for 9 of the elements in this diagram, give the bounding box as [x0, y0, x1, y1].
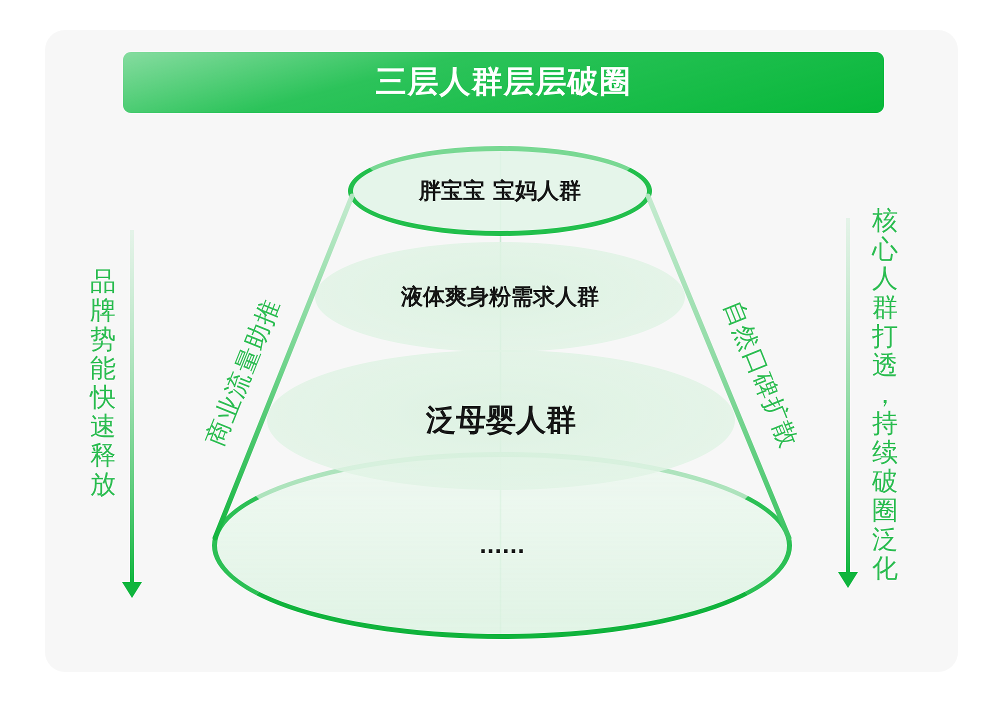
vertical-caption: 核心人群打透，持续破圈泛化 — [871, 207, 899, 584]
slanted-caption: 自然口碑扩散 — [720, 297, 802, 451]
vertical-caption: 品牌势能快速释放 — [89, 268, 117, 500]
layer-label: ...... — [479, 534, 525, 558]
slanted-caption: 商业流量助推 — [202, 295, 284, 449]
layer-label: 胖宝宝 宝妈人群 — [419, 178, 581, 206]
layer-label: 泛母婴人群 — [426, 402, 576, 440]
title-banner: 三层人群层层破圈 — [123, 52, 884, 113]
layer-label: 液体爽身粉需求人群 — [401, 284, 599, 312]
